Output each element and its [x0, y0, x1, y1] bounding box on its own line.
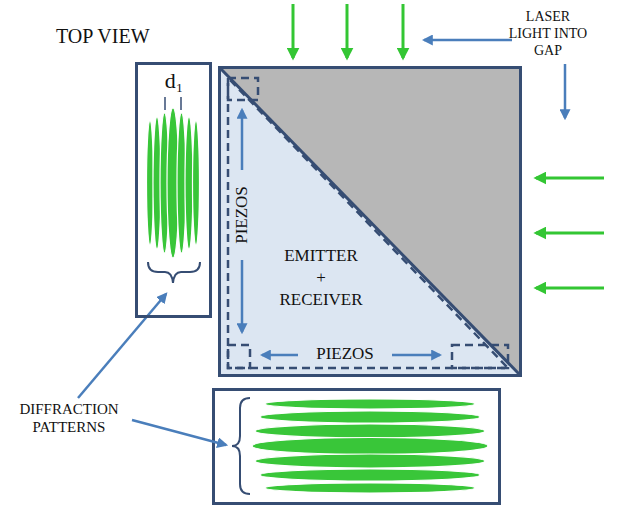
brace: [232, 398, 250, 494]
label-holder: LASER LIGHT INTO GAP: [508, 8, 588, 59]
vertical-fringes: [147, 108, 200, 258]
label-holder: PIEZOS: [305, 344, 385, 364]
view-title: TOP VIEW: [56, 24, 206, 48]
dimension-label: d₁: [156, 68, 192, 94]
title-holder: TOP VIEW: [56, 24, 206, 48]
blue-prism-half: [220, 68, 520, 375]
grey-prism-half: [220, 68, 520, 375]
component-label: EMITTER + RECEIVER: [261, 245, 381, 311]
brace: [148, 262, 200, 283]
label-holder: DIFFRACTION PATTERNS: [10, 400, 128, 436]
diagonal-gap: [220, 68, 520, 375]
sensor-housing: EMITTER + RECEIVER: [218, 66, 522, 377]
fringe-spacing-ticks: [165, 97, 181, 110]
laser-label: LASER LIGHT INTO GAP: [508, 8, 588, 59]
piezo-outline: [228, 78, 508, 368]
pattern-panel: [214, 390, 500, 504]
horizontal-fringes: [252, 399, 488, 493]
piezo-label: PIEZOS: [232, 175, 252, 255]
pattern-label: DIFFRACTION PATTERNS: [10, 400, 128, 436]
label-holder: PIEZOS: [232, 175, 252, 255]
piezo-label: PIEZOS: [305, 344, 385, 364]
piezo-arrows: [242, 110, 440, 355]
pattern-panel: d₁: [135, 62, 212, 318]
